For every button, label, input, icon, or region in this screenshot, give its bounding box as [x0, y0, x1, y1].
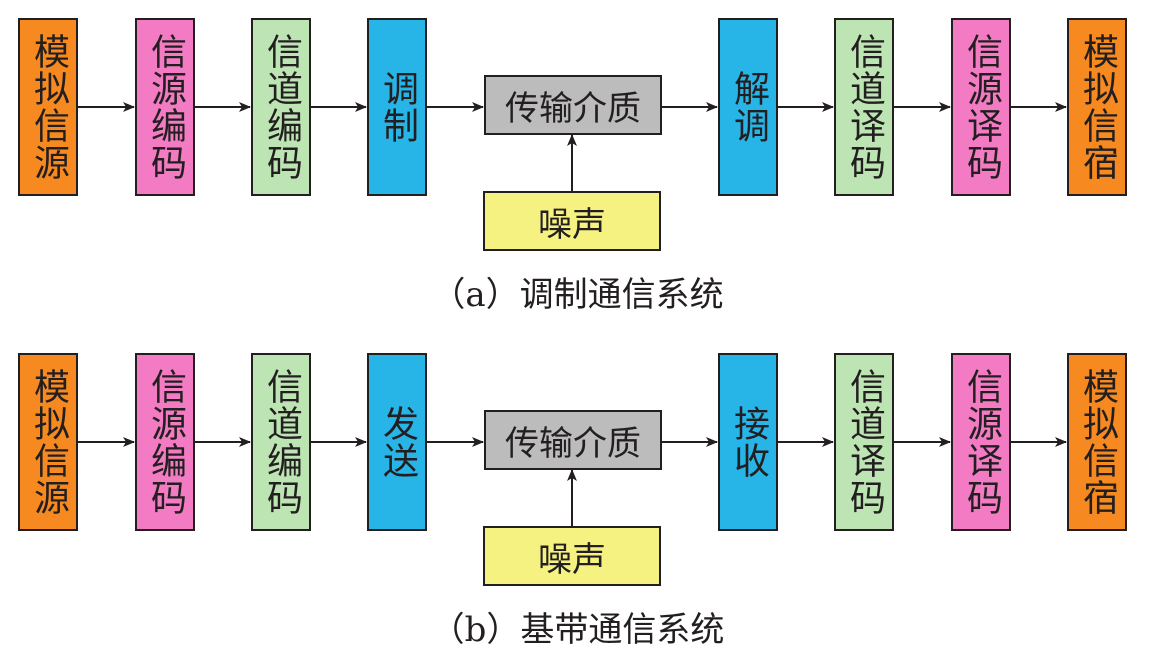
block-b-analog-source: 模拟信源: [18, 353, 78, 531]
block-b-source-decoding: 信源译码: [951, 353, 1011, 531]
block-label: 信道译码: [844, 33, 885, 181]
block-a-channel-decoding: 信道译码: [834, 18, 894, 196]
block-label: 调制: [377, 70, 418, 144]
block-label: 信源译码: [961, 33, 1002, 181]
block-label: 噪声: [538, 204, 606, 245]
block-a-noise: 噪声: [483, 191, 661, 251]
block-label: 信道译码: [844, 368, 885, 516]
block-b-analog-sink: 模拟信宿: [1067, 353, 1127, 531]
block-a-modulation: 调制: [367, 18, 427, 196]
block-a-demodulation: 解调: [718, 18, 778, 196]
block-label: 模拟信宿: [1077, 33, 1118, 181]
block-label: 模拟信源: [28, 33, 69, 181]
block-label: 信源译码: [961, 368, 1002, 516]
block-label: 信道编码: [261, 368, 302, 516]
caption-b: （b）基带通信系统: [430, 610, 725, 650]
block-label: 信道编码: [261, 33, 302, 181]
block-a-analog-source: 模拟信源: [18, 18, 78, 196]
block-a-source-coding: 信源编码: [135, 18, 195, 196]
block-label: 模拟信宿: [1077, 368, 1118, 516]
caption-a: （a）调制通信系统: [431, 275, 724, 315]
block-b-channel-coding: 信道编码: [251, 353, 311, 531]
block-label: 信源编码: [145, 368, 186, 516]
block-label: 解调: [728, 70, 769, 144]
block-label: 发送: [377, 405, 418, 479]
block-label: 传输介质: [505, 423, 641, 464]
block-label: 噪声: [538, 539, 606, 580]
block-a-channel-coding: 信道编码: [251, 18, 311, 196]
block-b-transmission-medium: 传输介质: [484, 410, 662, 470]
block-b-channel-decoding: 信道译码: [834, 353, 894, 531]
block-b-transmit: 发送: [367, 353, 427, 531]
block-b-receive: 接收: [718, 353, 778, 531]
block-b-noise: 噪声: [483, 526, 661, 586]
block-label: 模拟信源: [28, 368, 69, 516]
block-label: 传输介质: [505, 88, 641, 129]
block-a-source-decoding: 信源译码: [951, 18, 1011, 196]
block-label: 信源编码: [145, 33, 186, 181]
block-a-analog-sink: 模拟信宿: [1067, 18, 1127, 196]
block-a-transmission-medium: 传输介质: [484, 75, 662, 135]
block-label: 接收: [728, 405, 769, 479]
block-b-source-coding: 信源编码: [135, 353, 195, 531]
